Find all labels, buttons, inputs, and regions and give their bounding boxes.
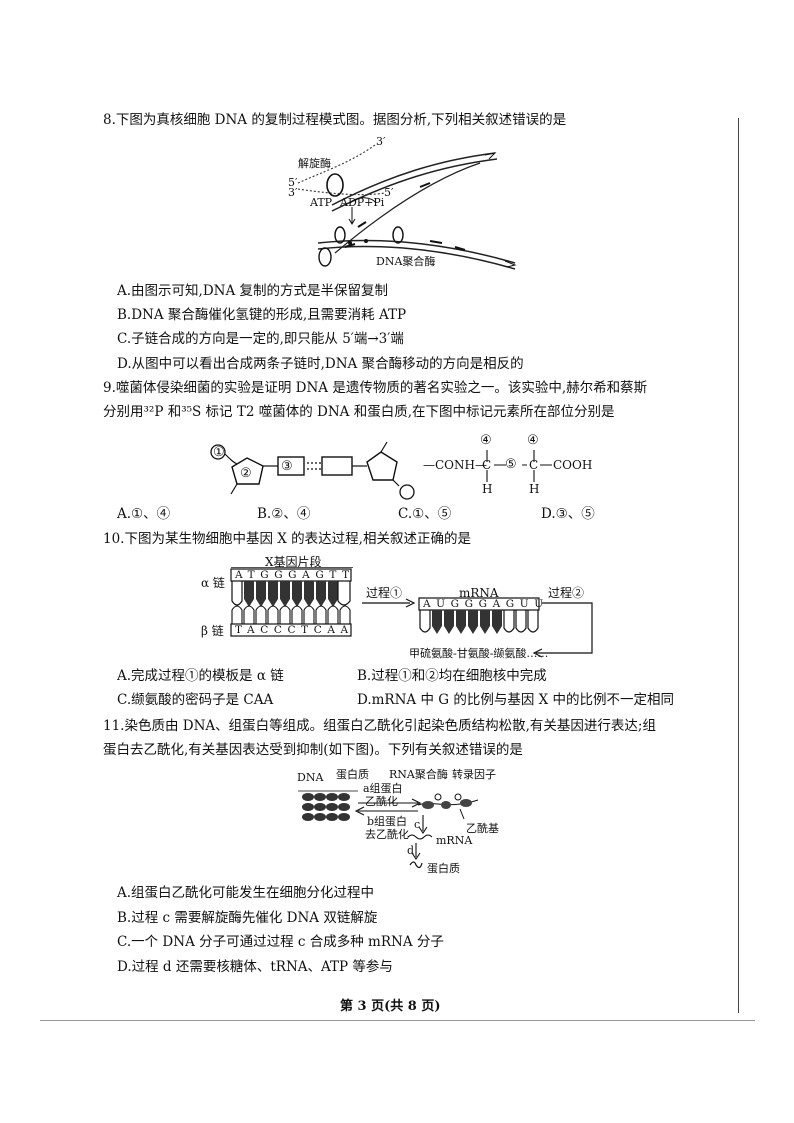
right-margin-rule <box>738 118 739 1013</box>
q10-gene-label: X基因片段 <box>265 555 322 569</box>
q10-mrna-diagram <box>418 597 540 634</box>
q10-option-b: B.过程①和②均在细胞核中完成 <box>357 668 547 684</box>
q11-acetyl: 乙酰基 <box>466 822 499 835</box>
q10-alpha-seq: ATGGGAGTT <box>235 569 355 581</box>
q9-circle2: ② <box>240 466 252 481</box>
q11-stem-line1: 11.染色质由 DNA、组蛋白等组成。组蛋白乙酰化引起染色质结构松散,有关基因进… <box>103 718 656 734</box>
q11-a1: a组蛋白 <box>363 782 403 795</box>
q11-dna-label: DNA <box>297 771 324 784</box>
q10-option-a: A.完成过程①的模板是 α 链 <box>117 668 284 684</box>
q9-carbon-a: C <box>482 458 492 472</box>
q11-d: d <box>407 844 415 857</box>
q10-arrow2 <box>532 602 593 658</box>
q9-stem-line1: 9.噬菌体侵染细菌的实验是证明 DNA 是遗传物质的著名实验之一。该实验中,赫尔… <box>103 380 648 396</box>
q11-stem-line2: 蛋白去乙酰化,有关基因表达受到抑制(如下图)。下列有关叙述错误的是 <box>103 742 523 758</box>
q8-stem: 8.下图为真核细胞 DNA 的复制过程模式图。据图分析,下列相关叙述错误的是 <box>103 112 567 128</box>
q10-peptide: 甲硫氨酸-甘氨酸-缬氨酸…… <box>409 647 549 660</box>
q9-cooh: COOH <box>553 458 593 472</box>
q8-option-d: D.从图中可以看出合成两条子链时,DNA 聚合酶移动的方向是相反的 <box>117 356 524 372</box>
q9-nucleotide-diagram <box>210 441 415 500</box>
q11-protein-bottom: 蛋白质 <box>427 862 460 875</box>
q11-option-a: A.组蛋白乙酰化可能发生在细胞分化过程中 <box>117 885 375 901</box>
q9-circle4b: ④ <box>527 433 539 448</box>
q11-c: c <box>414 818 421 831</box>
q10-arrow1 <box>362 598 416 608</box>
q8-option-a: A.由图示可知,DNA 复制的方式是半保留复制 <box>117 283 389 299</box>
q11-option-d: D.过程 d 还需要核糖体、tRNA、ATP 等参与 <box>117 959 393 975</box>
q11-option-b: B.过程 c 需要解旋酶先催化 DNA 双链解旋 <box>117 910 378 926</box>
q10-mrna-seq: AUGGGAGUU <box>423 598 549 610</box>
q8-polymerase-label: DNA聚合酶 <box>376 255 436 268</box>
q8-atp-label: ATP <box>310 196 333 209</box>
q10-option-c: C.缬氨酸的密码子是 CAA <box>117 692 274 708</box>
q11-b1: b组蛋白 <box>367 815 408 828</box>
q8-adp-label: ADP+Pi <box>340 196 385 209</box>
q10-process1: 过程① <box>366 586 403 600</box>
q10-beta-seq: TACCCTCAA <box>235 624 354 636</box>
q9-circle1: ① <box>213 445 225 460</box>
q9-h-a: H <box>482 482 493 496</box>
q9-stem-line2: 分别用³²P 和³⁵S 标记 T2 噬菌体的 DNA 和蛋白质,在下图中标记元素… <box>103 404 615 420</box>
page-footer: 第 3 页(共 8 页) <box>340 999 441 1014</box>
q8-replication-diagram <box>297 144 517 270</box>
q9-option-c: C.①、⑤ <box>398 506 452 522</box>
q8-5prime-right: 5′ <box>384 186 394 199</box>
q8-5prime-left: 5′ <box>288 176 298 189</box>
q9-amino-bonds <box>486 450 552 482</box>
q11-mrna: mRNA <box>436 834 473 847</box>
q9-option-d: D.③、⑤ <box>541 506 595 522</box>
q11-a2: 乙酰化 <box>365 795 398 808</box>
q9-option-b: B.②、④ <box>257 506 311 522</box>
q11-option-c: C.一个 DNA 分子可通过过程 c 合成多种 mRNA 分子 <box>117 934 444 950</box>
q10-stem: 10.下图为某生物细胞中基因 X 的表达过程,相关叙述正确的是 <box>103 531 471 547</box>
q10-process2: 过程② <box>548 586 585 600</box>
q10-mrna-label: mRNA <box>459 586 499 600</box>
q11-rnap: RNA聚合酶 <box>389 768 448 781</box>
q9-carbon-b: C <box>529 458 539 472</box>
q9-option-a: A.①、④ <box>117 506 171 522</box>
q11-b2: 去乙酰化 <box>365 828 409 841</box>
q9-circle5: ⑤ <box>505 457 517 472</box>
q8-option-b: B.DNA 聚合酶催化氢键的形成,且需要消耗 ATP <box>117 307 407 323</box>
q9-h-b: H <box>529 482 540 496</box>
footer-rule <box>40 1020 755 1021</box>
q9-circle3: ③ <box>281 459 293 474</box>
q9-circle4a: ④ <box>480 433 492 448</box>
q10-dna-diagram <box>230 568 352 637</box>
q10-beta-label: β 链 <box>201 624 224 638</box>
q8-3prime-left: 3′ <box>288 186 298 199</box>
q8-3prime-top: 3′ <box>376 135 386 148</box>
q10-option-d: D.mRNA 中 G 的比例与基因 X 中的比例不一定相同 <box>357 692 675 708</box>
q11-protein-top: 蛋白质 <box>336 768 369 781</box>
q8-option-c: C.子链合成的方向是一定的,即只能从 5′端→3′端 <box>117 331 404 347</box>
q9-conh: —CONH— <box>423 458 487 472</box>
q11-tf: 转录因子 <box>452 768 496 781</box>
q11-chromatin-diagram <box>298 790 479 869</box>
q10-alpha-label: α 链 <box>201 576 225 590</box>
q8-helicase-label: 解旋酶 <box>298 157 331 170</box>
